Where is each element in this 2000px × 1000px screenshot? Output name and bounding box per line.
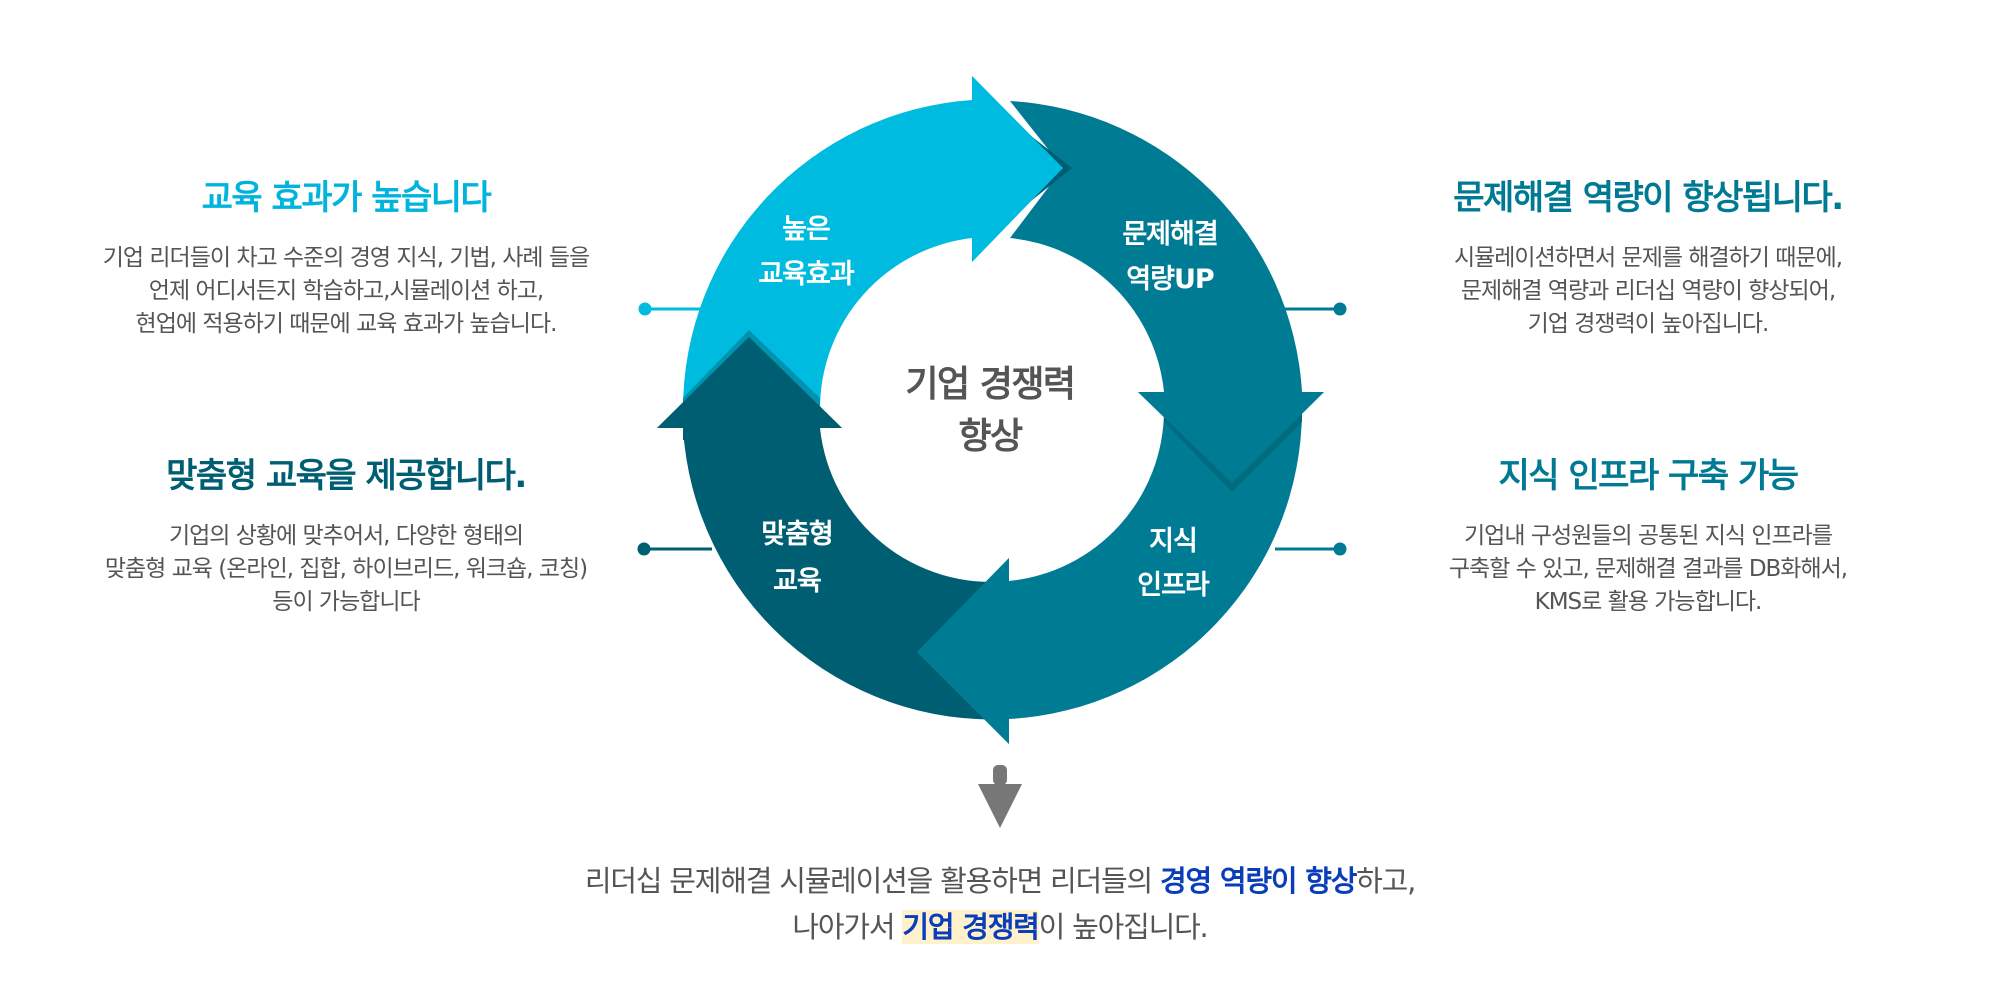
description-line: 구축할 수 있고, 문제해결 결과를 DB화해서, — [1448, 556, 1848, 582]
arrowhead-up-left — [657, 337, 842, 440]
segment-label: 교육 — [773, 566, 821, 597]
center-title: 기업 경쟁력 — [905, 364, 1074, 405]
knowledge-infra-block: 지식 인프라 구축 가능 기업내 구성원들의 공통된 지식 인프라를 구축할 수… — [1338, 454, 1958, 619]
custom-education-title: 맞춤형 교육을 제공합니다. — [166, 456, 527, 496]
description-line: 기업 리더들이 차고 수준의 경영 지식, 기법, 사례 들을 — [102, 245, 590, 271]
summary-highlight-boxed: 기업 경쟁력 — [902, 910, 1040, 944]
knowledge-infra-title: 지식 인프라 구축 가능 — [1498, 456, 1799, 496]
connector-top-right — [1280, 302, 1347, 316]
segment-label: 역량UP — [1126, 264, 1214, 295]
segment-label: 지식 — [1149, 526, 1197, 557]
arrowhead-left-bottom — [917, 558, 1009, 744]
segment-knowledge-infra — [917, 410, 1302, 744]
description-line: 현업에 적용하기 때문에 교육 효과가 높습니다. — [135, 311, 558, 337]
summary-text-part: 하고, — [1356, 864, 1416, 898]
description-line: 기업 경쟁력이 높아집니다. — [1527, 311, 1770, 337]
segment-education-effect — [682, 76, 1063, 410]
description-line: KMS로 활용 가능합니다. — [1534, 589, 1763, 615]
down-arrow-icon — [978, 765, 1022, 828]
description-line: 맞춤형 교육 (온라인, 집합, 하이브리드, 워크숍, 코칭) — [104, 556, 588, 582]
summary-line-2: 나아가서 기업 경쟁력이 높아집니다. — [0, 904, 2000, 950]
custom-education-description: 기업의 상황에 맞추어서, 다양한 형태의 맞춤형 교육 (온라인, 집합, 하… — [36, 520, 656, 619]
center-title: 향상 — [958, 416, 1023, 457]
problem-solving-title: 문제해결 역량이 향상됩니다. — [1453, 178, 1844, 218]
segment-label: 교육효과 — [758, 259, 855, 290]
segment-label: 인프라 — [1137, 570, 1210, 601]
summary-highlight: 경영 역량이 향상 — [1160, 864, 1357, 898]
problem-solving-block: 문제해결 역량이 향상됩니다. 시뮬레이션하면서 문제를 해결하기 때문에, 문… — [1338, 176, 1958, 341]
description-line: 문제해결 역량과 리더십 역량이 향상되어, — [1460, 278, 1836, 304]
summary-line-1: 리더십 문제해결 시뮬레이션을 활용하면 리더들의 경영 역량이 향상하고, — [0, 858, 2000, 904]
segment-label: 문제해결 — [1122, 219, 1217, 250]
summary-text-part: 나아가서 — [792, 910, 903, 944]
education-effect-block: 교육 효과가 높습니다 기업 리더들이 차고 수준의 경영 지식, 기법, 사례… — [36, 176, 656, 341]
summary-text-part: 리더십 문제해결 시뮬레이션을 활용하면 리더들의 — [584, 864, 1161, 898]
description-line: 기업내 구성원들의 공통된 지식 인프라를 — [1464, 523, 1833, 549]
description-line: 등이 가능합니다 — [272, 589, 420, 615]
education-effect-title: 교육 효과가 높습니다 — [201, 178, 492, 218]
connector-top-left — [638, 302, 705, 316]
segment-label: 맞춤형 — [761, 519, 833, 550]
summary-text: 리더십 문제해결 시뮬레이션을 활용하면 리더들의 경영 역량이 향상하고, 나… — [0, 858, 2000, 950]
problem-solving-description: 시뮬레이션하면서 문제를 해결하기 때문에, 문제해결 역량과 리더십 역량이 … — [1338, 242, 1958, 341]
segment-label: 높은 — [782, 214, 830, 245]
education-effect-description: 기업 리더들이 차고 수준의 경영 지식, 기법, 사례 들을 언제 어디서든지… — [36, 242, 656, 341]
segment-problem-solving — [1010, 101, 1324, 483]
summary-text-part: 이 높아집니다. — [1038, 910, 1209, 944]
knowledge-infra-description: 기업내 구성원들의 공통된 지식 인프라를 구축할 수 있고, 문제해결 결과를… — [1338, 520, 1958, 619]
description-line: 시뮬레이션하면서 문제를 해결하기 때문에, — [1453, 245, 1843, 271]
connector-bottom-left — [637, 542, 712, 556]
arrowhead-shadow-left — [683, 330, 820, 410]
arrowhead-down-right — [1138, 392, 1324, 483]
description-line: 기업의 상황에 맞추어서, 다양한 형태의 — [168, 523, 524, 549]
description-line: 언제 어디서든지 학습하고,시뮬레이션 하고, — [148, 278, 544, 304]
custom-education-block: 맞춤형 교육을 제공합니다. 기업의 상황에 맞추어서, 다양한 형태의 맞춤형… — [36, 454, 656, 619]
arrowhead-right-top — [972, 76, 1063, 262]
connector-bottom-right — [1275, 542, 1347, 556]
